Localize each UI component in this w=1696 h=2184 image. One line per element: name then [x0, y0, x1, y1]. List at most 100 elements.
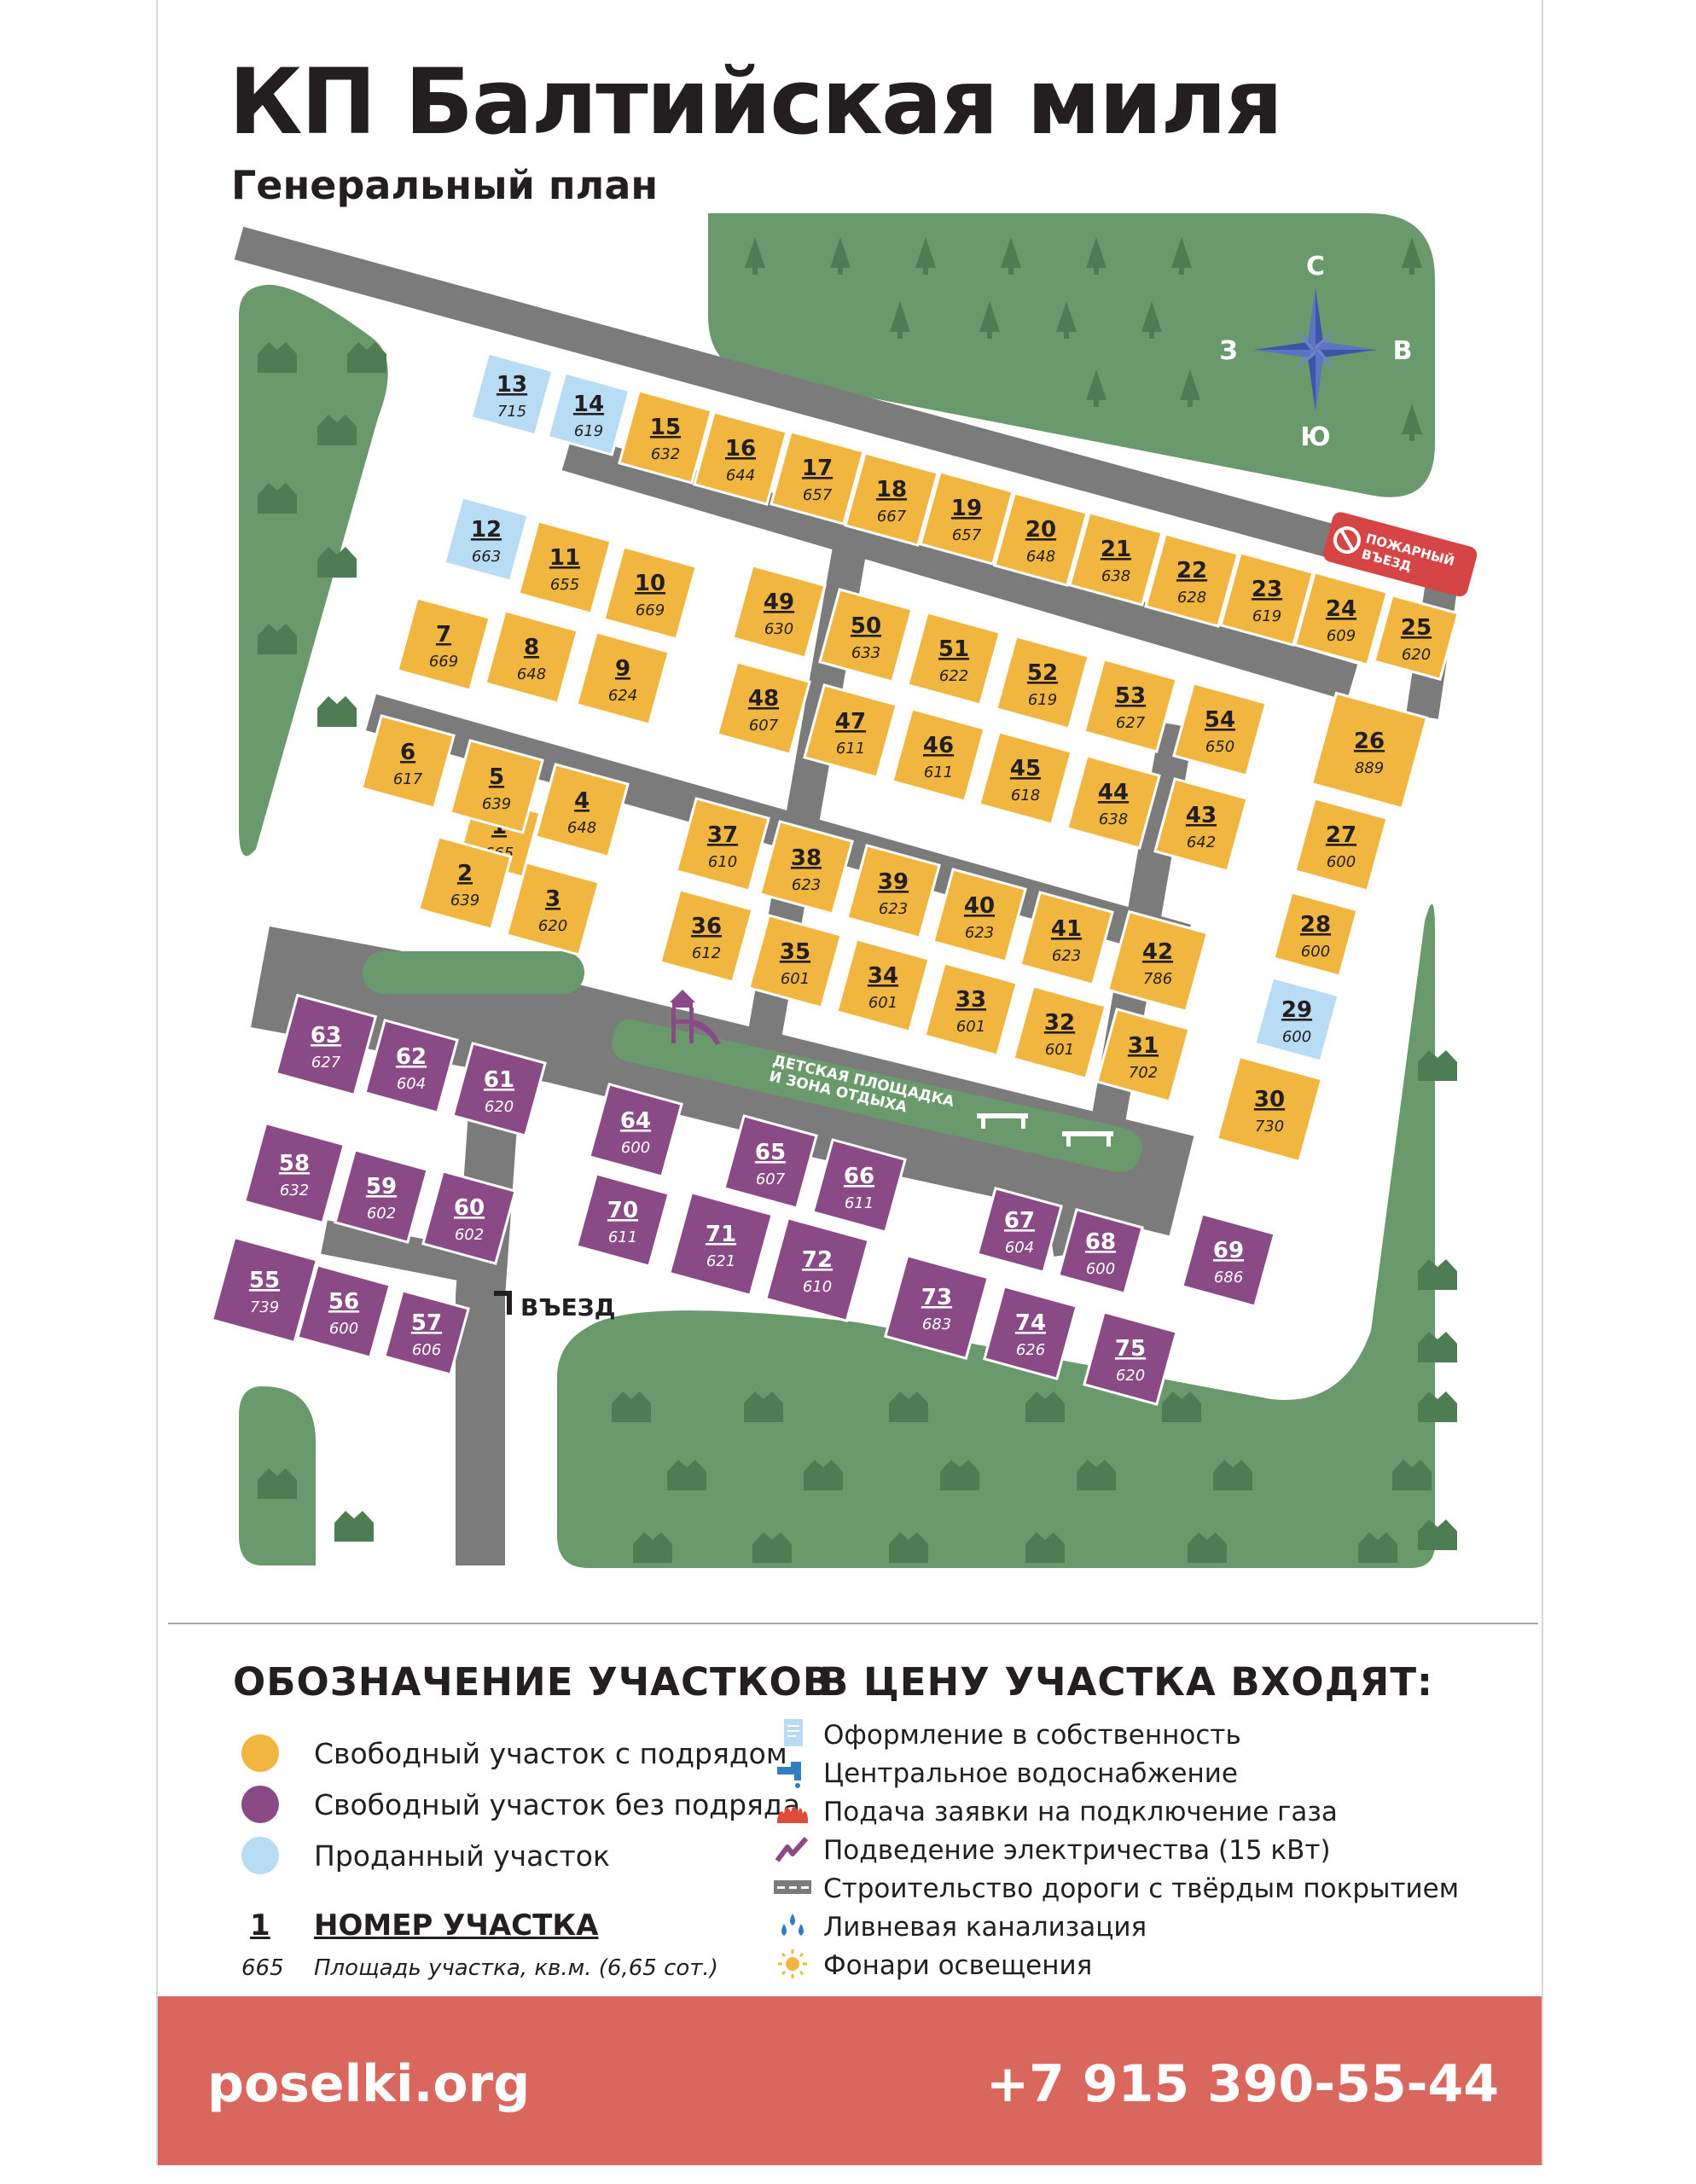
plot-fill[interactable]: [723, 1114, 818, 1210]
plot-fill[interactable]: [919, 470, 1014, 566]
plot-fill[interactable]: [1293, 571, 1389, 666]
plot-fill[interactable]: [1253, 976, 1340, 1063]
plot-fill[interactable]: [675, 797, 770, 892]
plot-fill[interactable]: [758, 820, 854, 915]
plot-fill[interactable]: [1066, 754, 1161, 850]
plot-fill[interactable]: [575, 630, 671, 726]
plot-fill[interactable]: [618, 389, 713, 485]
plot-fill[interactable]: [1083, 658, 1178, 753]
plot-fill[interactable]: [334, 1148, 429, 1244]
plot-fill[interactable]: [602, 545, 698, 641]
plot-fill[interactable]: [923, 961, 1019, 1057]
plot-fill[interactable]: [747, 914, 843, 1009]
plot-fill[interactable]: [818, 588, 914, 683]
plot-fill[interactable]: [505, 861, 601, 956]
plot-fill[interactable]: [451, 1042, 547, 1137]
plot-fill[interactable]: [1272, 891, 1359, 978]
plot-fill[interactable]: [891, 707, 986, 803]
plot-fill[interactable]: [995, 635, 1090, 730]
phone-number[interactable]: +7 915 390-55-44: [985, 2054, 1499, 2114]
plot-fill[interactable]: [469, 351, 555, 437]
plot-fill[interactable]: [932, 868, 1027, 963]
plot-fill[interactable]: [835, 938, 931, 1033]
plot-fill[interactable]: [906, 611, 1002, 706]
plot-fill[interactable]: [449, 739, 544, 834]
plot-fill[interactable]: [1095, 1008, 1191, 1103]
plot-fill[interactable]: [811, 1138, 907, 1234]
plot-fill[interactable]: [484, 609, 579, 705]
plot-fill[interactable]: [210, 1235, 319, 1345]
plot-fill[interactable]: [1181, 1212, 1276, 1308]
plot-fill[interactable]: [1012, 985, 1107, 1080]
plot-fill[interactable]: [1310, 691, 1429, 810]
plot-fill[interactable]: [978, 730, 1073, 826]
plot-fill[interactable]: [1144, 532, 1240, 628]
plot-fill[interactable]: [1219, 551, 1315, 647]
plot-fill[interactable]: [993, 491, 1089, 587]
plot-fill[interactable]: [1068, 511, 1164, 607]
plot-fill[interactable]: [1172, 682, 1268, 777]
plot-fill[interactable]: [1083, 1310, 1178, 1406]
plot-fill[interactable]: [770, 430, 865, 526]
plot-fill[interactable]: [363, 1019, 459, 1114]
website-link[interactable]: poselki.org: [207, 2054, 531, 2114]
plot-fill[interactable]: [1215, 1054, 1324, 1164]
plot-fill[interactable]: [764, 1216, 871, 1323]
plot-fill[interactable]: [659, 888, 754, 984]
plot-fill[interactable]: [1373, 594, 1460, 681]
plot-fill[interactable]: [588, 1083, 683, 1178]
plot-fill[interactable]: [716, 660, 811, 756]
plot-fill[interactable]: [517, 520, 613, 615]
plot-fill[interactable]: [274, 993, 378, 1097]
plot-fill[interactable]: [534, 763, 630, 858]
plot-fill[interactable]: [1019, 891, 1114, 986]
plot-fill[interactable]: [396, 596, 491, 692]
